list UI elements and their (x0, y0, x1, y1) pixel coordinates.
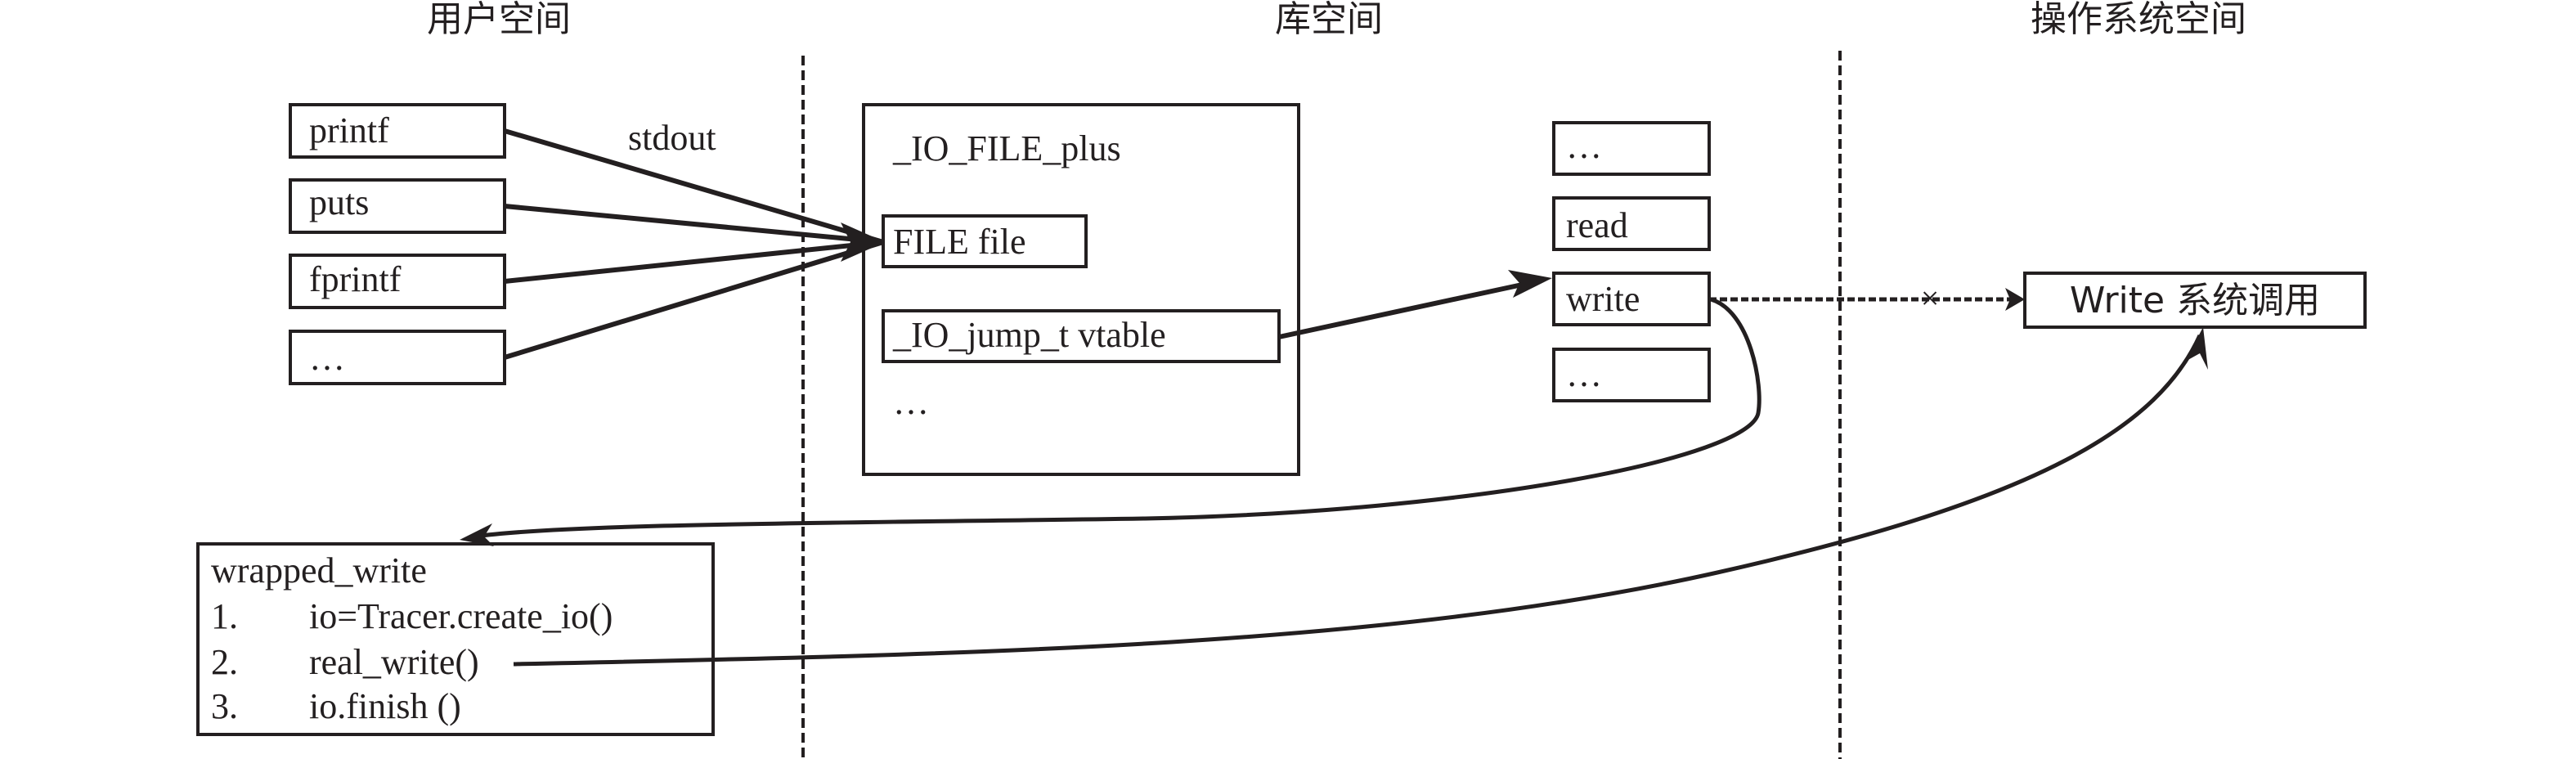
vtable-entry-label: read (1566, 205, 1628, 245)
io-file-plus-title: _IO_FILE_plus (892, 128, 1121, 168)
section-title-library-space: 库空间 (1275, 0, 1383, 40)
arrow-fprintf-to-file (504, 240, 884, 284)
step-number: 2. (211, 642, 238, 682)
hook-redirect-curve (473, 297, 1761, 539)
stdout-edge-label: stdout (628, 118, 716, 158)
step-code: real_write() (309, 642, 479, 682)
arrowhead-icon (2185, 327, 2208, 370)
io-file-plus-struct: _IO_FILE_plus FILE file _IO_jump_t vtabl… (862, 103, 1300, 476)
user-function-puts: puts (289, 178, 506, 234)
real-write-to-syscall-curve (513, 334, 2202, 667)
wrapped-write-title: wrapped_write (211, 550, 427, 591)
user-function-more: … (289, 330, 506, 385)
wrapped-write-box: wrapped_write 1. io=Tracer.create_io() 2… (196, 542, 715, 736)
write-syscall-box: Write 系统调用 (2023, 272, 2367, 329)
blocked-x-icon: × (1921, 280, 1940, 317)
arrow-printf-to-file (504, 128, 884, 245)
arrowhead-icon (460, 523, 494, 546)
user-function-printf: printf (289, 103, 506, 159)
arrow-more-to-file (504, 240, 884, 360)
user-function-label: printf (309, 110, 389, 150)
field-vtable: _IO_jump_t vtable (882, 309, 1281, 363)
vtable-entry-read: read (1552, 196, 1711, 251)
field-file: FILE file (882, 214, 1088, 268)
step-code: io.finish () (309, 686, 461, 726)
section-title-user-space: 用户空间 (427, 0, 571, 40)
vtable-entry-label: write (1566, 279, 1640, 319)
write-syscall-label: Write 系统调用 (2070, 280, 2320, 321)
arrow-puts-to-file (504, 204, 884, 245)
step-number: 1. (211, 596, 238, 636)
vtable-entry-top-ellipsis: … (1552, 121, 1711, 176)
vtable-entry-bottom-ellipsis: … (1552, 348, 1711, 402)
user-function-label: puts (309, 182, 369, 222)
section-title-os-space: 操作系统空间 (2031, 0, 2246, 40)
vtable-entry-label: … (1566, 354, 1602, 394)
vtable-entry-label: … (1566, 126, 1602, 166)
user-function-fprintf: fprintf (289, 254, 506, 309)
user-function-label: … (309, 338, 345, 378)
user-function-label: fprintf (309, 259, 402, 299)
step-code: io=Tracer.create_io() (309, 596, 613, 636)
io-file-plus-ellipsis: … (893, 382, 929, 422)
arrow-vtable-to-write (1278, 279, 1538, 339)
step-number: 3. (211, 686, 238, 726)
arrowhead-icon (1508, 270, 1552, 298)
arrowhead-icon (2005, 288, 2025, 311)
field-file-label: FILE file (893, 222, 1026, 262)
field-vtable-label: _IO_jump_t vtable (892, 315, 1166, 355)
vtable-entry-write: write (1552, 272, 1711, 326)
